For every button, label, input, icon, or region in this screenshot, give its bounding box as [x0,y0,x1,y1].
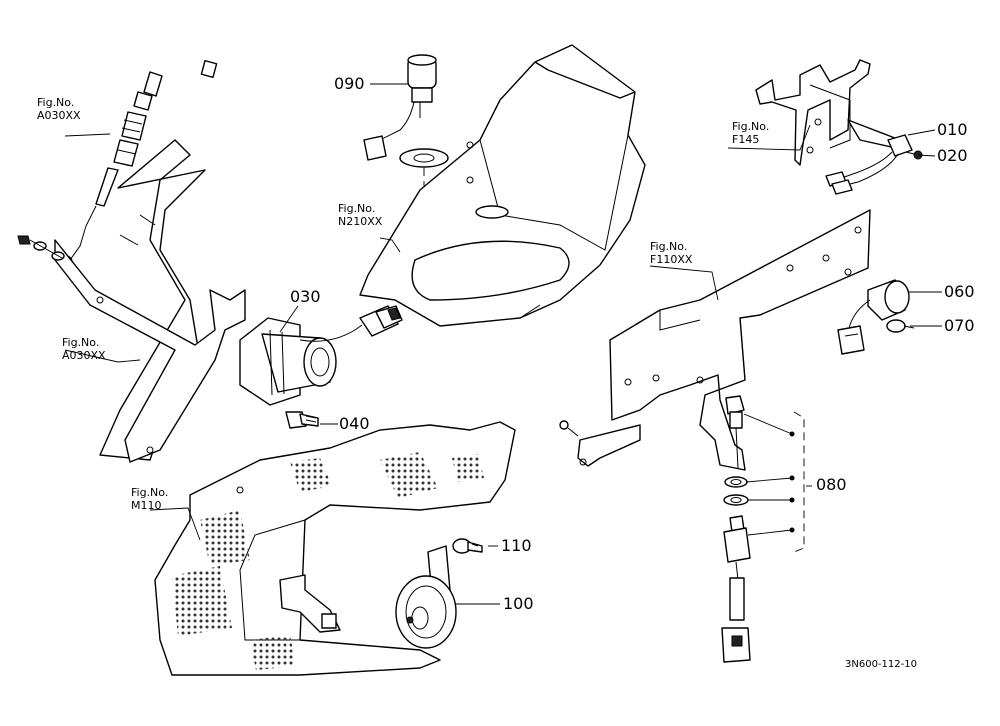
panel-bracket-f110 [577,209,871,471]
callout-110: 110 [501,536,532,555]
switch-010 [825,134,913,195]
washer-nut-left [17,235,65,261]
fig-ref-f110: Fig.No.F110XX [650,240,693,266]
bracket-screw-left [559,420,579,437]
bolt-110 [452,538,483,554]
callout-060: 060 [944,282,975,301]
bracket-080 [743,411,805,553]
side-panel-m110 [154,421,516,676]
leader-lines [64,83,942,605]
callout-080: 080 [816,475,847,494]
switch-090 [363,54,437,161]
fig-ref-f145: Fig.No.F145 [732,120,770,146]
callout-070: 070 [944,316,975,335]
diagram-code: 3N600-112-10 [845,659,917,670]
solenoid-030 [239,305,403,406]
fig-ref-m110: Fig.No.M110 [131,486,169,512]
bolt-040 [285,411,319,429]
fig-ref-n210: Fig.No.N210XX [338,202,383,228]
hood-panel [359,44,646,327]
callout-040: 040 [339,414,370,433]
cable-bracket [54,139,246,463]
sensor-080 [721,395,751,663]
horn-100 [395,545,457,649]
callout-030: 030 [290,287,321,306]
throttle-cable-assembly [59,58,218,269]
callout-010: 010 [937,120,968,139]
fig-ref-a030-top: Fig.No.A030XX [37,96,81,122]
fig-ref-a030-mid: Fig.No.A030XX [62,336,106,362]
callout-020: 020 [937,146,968,165]
callout-090: 090 [334,74,365,93]
callout-100: 100 [503,594,534,613]
buzzer-060 [837,279,910,355]
screw-070 [886,319,915,333]
